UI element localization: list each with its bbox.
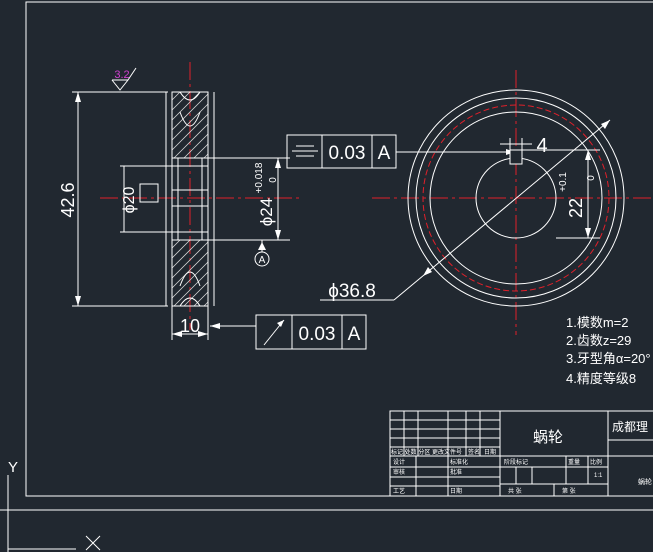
title-label-design: 设计	[393, 458, 405, 466]
datum-a-label: A	[259, 255, 266, 266]
dim-width-label: 10	[180, 316, 200, 336]
title-label-ratio: 1:1	[594, 473, 603, 479]
title-part-name: 蜗轮	[533, 429, 563, 446]
note-module: 1.模数m=2	[566, 315, 629, 330]
dim-hub-dia: ϕ20	[120, 165, 172, 233]
title-company: 成都理	[612, 420, 648, 434]
dim-keyway-tol-upper: +0.1	[558, 172, 569, 192]
runout-tolerance-frame: 0.03 A	[210, 314, 367, 350]
title-label-weight: 重量	[568, 458, 580, 466]
section-view	[100, 62, 300, 330]
roughness-value: 3.2	[114, 69, 129, 81]
title-label-sign: 签名	[468, 448, 480, 456]
note-pressure-angle: 3.牙型角α=20°	[566, 351, 651, 366]
dim-keyway-depth: 22 +0.1 0	[522, 149, 600, 239]
datum-a-marker: A	[254, 240, 270, 267]
title-label-scale: 比例	[590, 458, 602, 466]
runout-value: 0.03	[299, 324, 336, 345]
hub-outline	[171, 157, 209, 241]
outer-circle	[407, 89, 625, 307]
ucs-y-label: Y	[8, 459, 18, 476]
worm-arc-lower	[179, 271, 201, 287]
dim-outer-dia: ϕ36.8	[320, 119, 611, 302]
section-hatch-upper	[171, 91, 209, 159]
dim-width: 10	[171, 306, 209, 340]
title-label-date: 日期	[484, 448, 496, 456]
symmetry-tolerance-frame: 0.03 A	[286, 134, 515, 169]
dim-bore-dia: ϕ24 +0.018 0	[208, 157, 290, 241]
tooth-groove-upper	[179, 91, 201, 101]
symmetry-datum: A	[378, 143, 391, 164]
dim-keyway-width: 4	[500, 135, 548, 157]
note-teeth: 2.齿数z=29	[566, 333, 631, 348]
dim-bore-tol-upper: +0.018	[254, 162, 265, 193]
title-label-mark: 标记 处数 分区 更改文件号	[391, 448, 462, 456]
dim-hub-dia-label: ϕ20	[121, 187, 138, 214]
dim-keyway-width-label: 4	[536, 135, 547, 157]
dim-outer-height-label: 42.6	[58, 182, 78, 217]
title-label-date2: 日期	[450, 487, 462, 495]
dim-bore-tol-lower: 0	[268, 177, 279, 183]
title-label-approve: 批准	[450, 468, 462, 476]
dim-outer-height: 42.6	[58, 91, 168, 307]
front-view	[372, 70, 653, 335]
root-circle	[429, 111, 603, 285]
title-label-process: 工艺	[393, 487, 405, 495]
title-drawing-no: 蜗轮	[638, 477, 652, 486]
symmetry-value: 0.03	[329, 143, 366, 164]
dim-bore-dia-label: ϕ24	[257, 198, 276, 226]
dim-keyway-depth-label: 22	[566, 198, 586, 218]
pitch-circle	[422, 104, 610, 292]
title-block: 蜗轮 成都理 标记 处数 分区 更改文件号 签名 日期 设计 标准化 审核 批准…	[389, 410, 653, 497]
keyway-notch	[509, 149, 523, 165]
dim-keyway-tol-lower: 0	[586, 175, 597, 181]
tooth-groove-lower	[179, 297, 201, 307]
keyway-square	[139, 183, 159, 203]
section-hatch-lower	[171, 239, 209, 307]
title-label-total: 共 张	[508, 487, 522, 495]
drawing-border	[25, 1, 653, 497]
title-label-sheet: 第 张	[562, 487, 576, 495]
worm-arc-upper	[179, 111, 201, 127]
title-label-stage: 阶段标记	[504, 458, 528, 466]
note-accuracy: 4.精度等级8	[566, 371, 636, 386]
runout-datum: A	[348, 324, 361, 345]
title-label-standard: 标准化	[450, 458, 468, 466]
dim-outer-dia-label: ϕ36.8	[328, 281, 376, 302]
technical-notes: 1.模数m=2 2.齿数z=29 3.牙型角α=20° 4.精度等级8	[566, 315, 651, 386]
title-label-check: 审核	[393, 468, 405, 476]
roughness-symbol: 3.2	[111, 67, 137, 91]
tip-circle	[415, 97, 617, 299]
ucs-icon: Y	[7, 459, 101, 552]
